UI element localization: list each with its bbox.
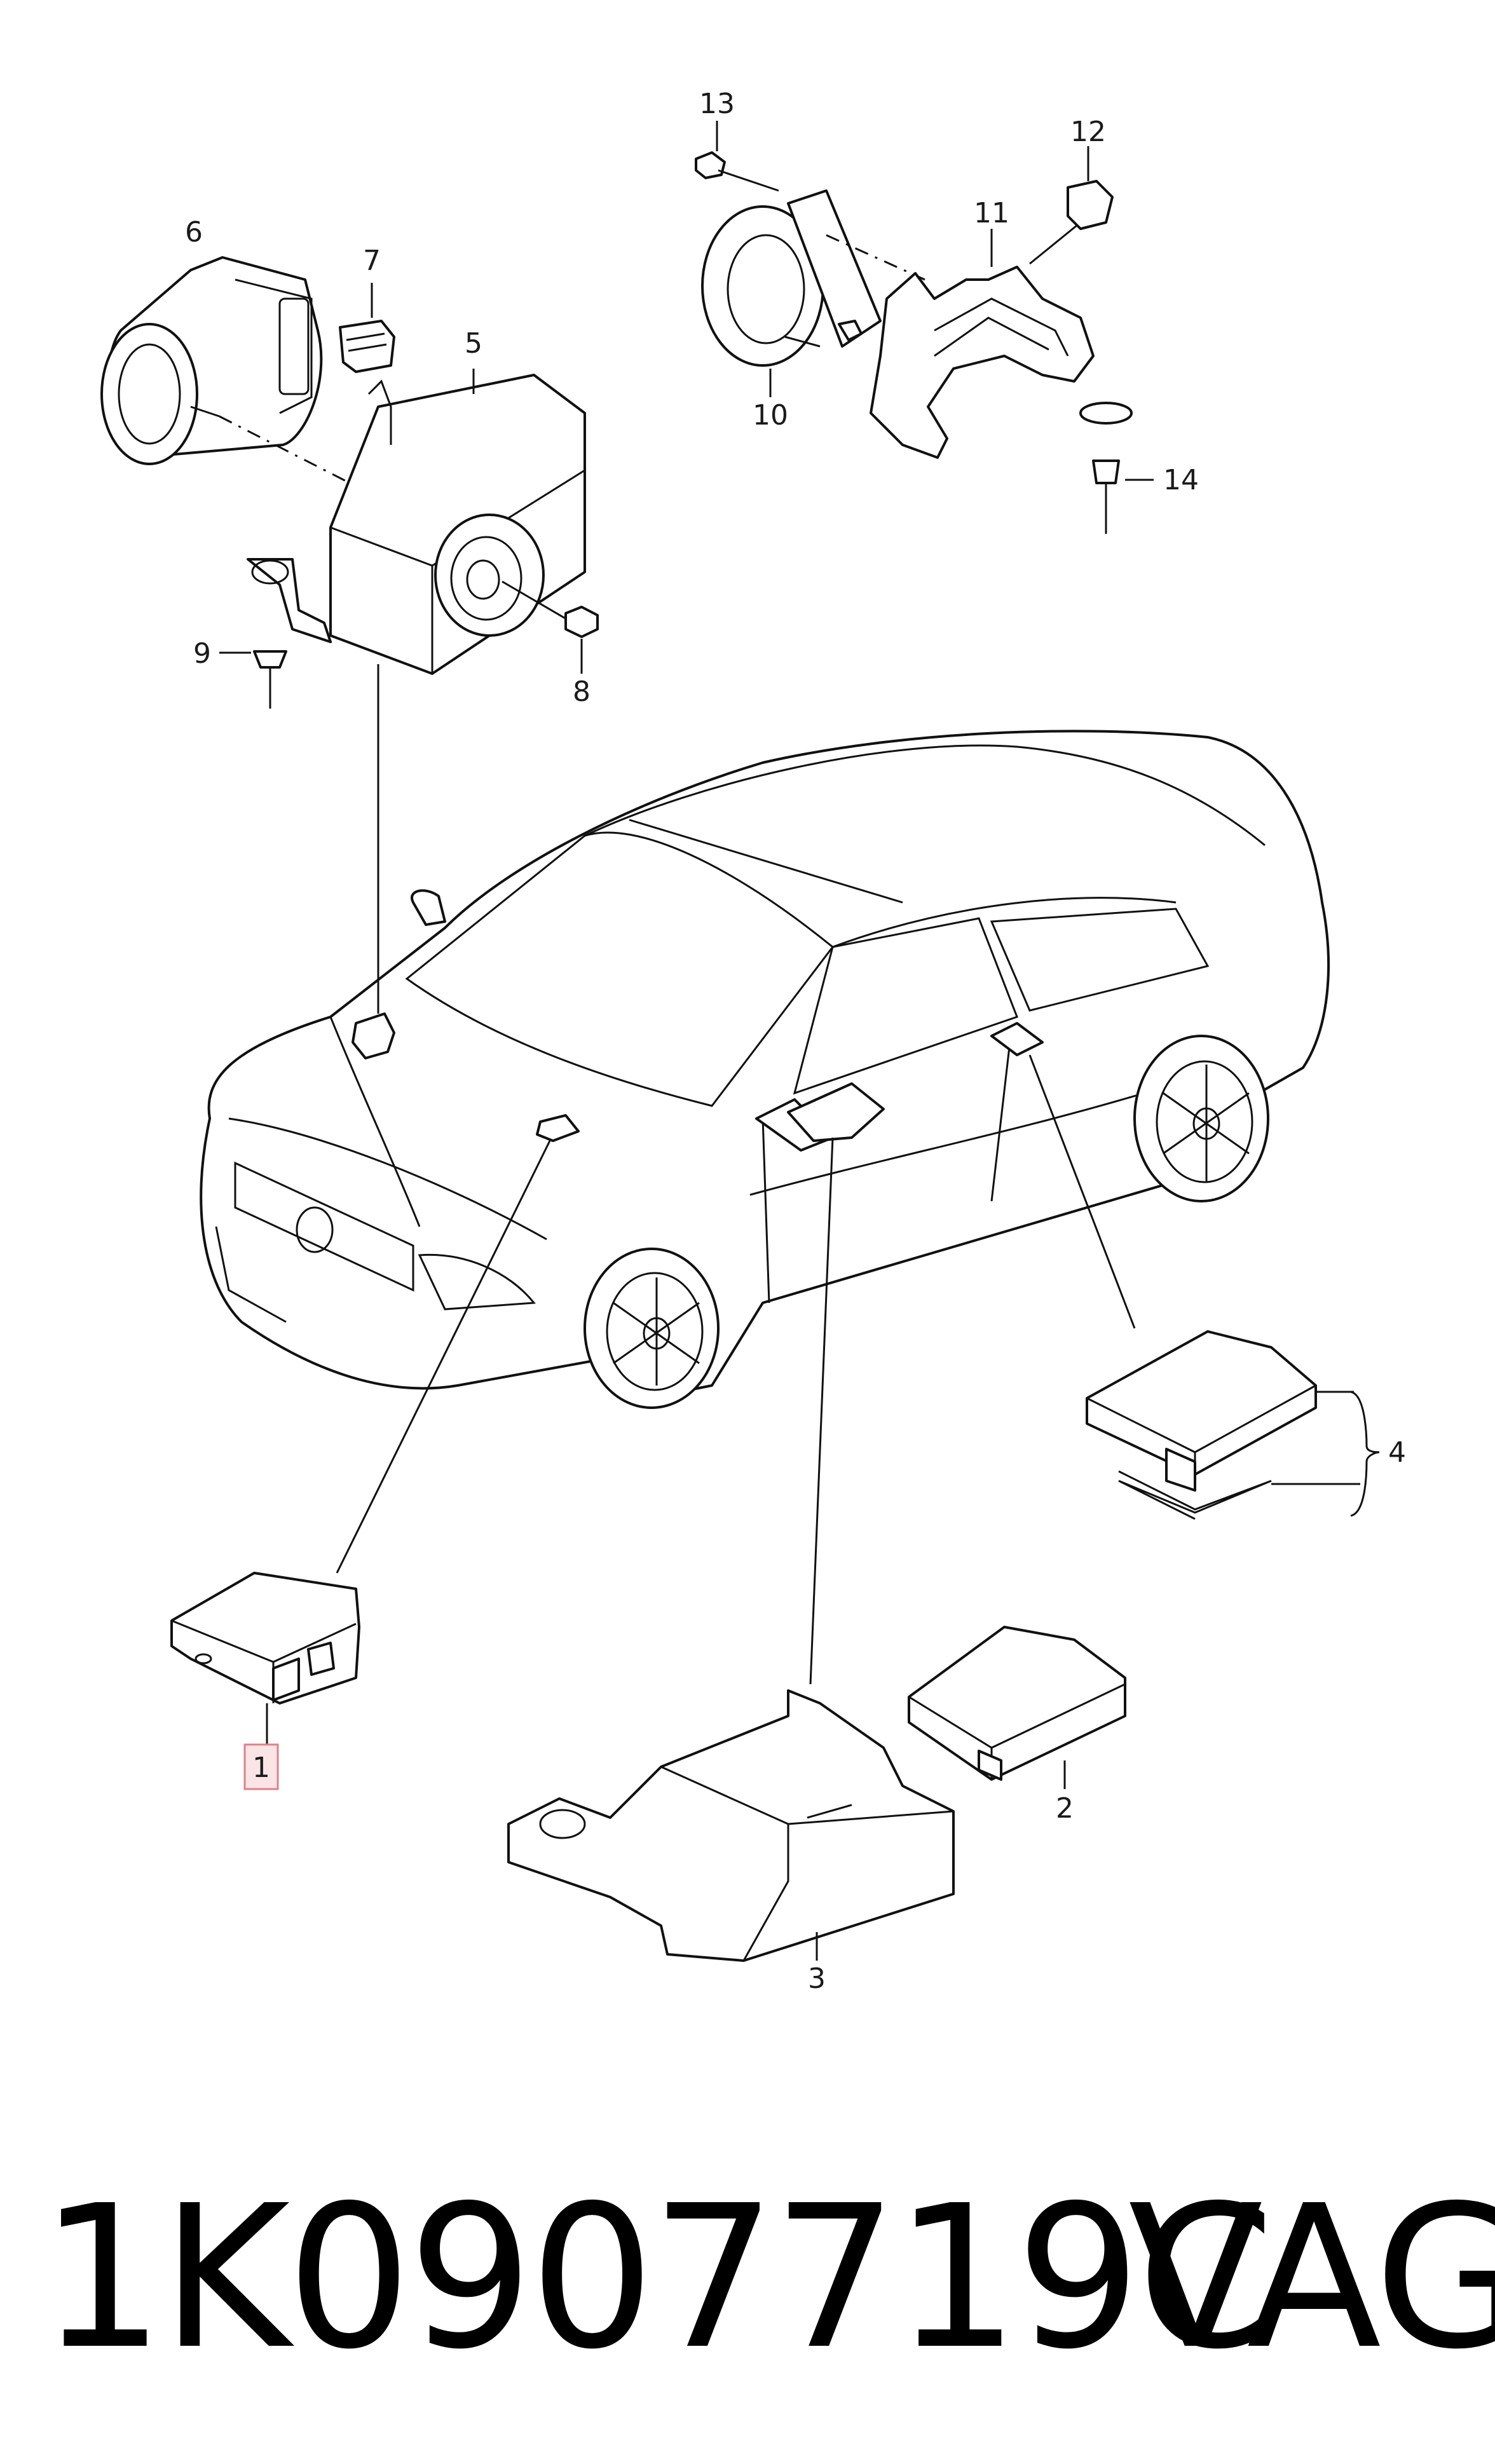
part-2-module (908, 1626, 1126, 1789)
callout-9: 9 (193, 637, 211, 670)
part-5-control-unit (329, 369, 586, 675)
car-illustration (200, 730, 1330, 1409)
part-1-control-unit[interactable] (170, 1572, 360, 1745)
location-marker-part-3 (787, 1082, 885, 1142)
callout-12: 12 (1070, 116, 1106, 148)
callout-5: 5 (465, 327, 482, 360)
callout-1-highlight (243, 1743, 279, 1790)
location-marker-part-1 (536, 1114, 580, 1142)
part-11-bracket (870, 221, 1095, 459)
callout-7: 7 (363, 245, 381, 277)
part-3-bracket (507, 1689, 955, 1962)
callout-6: 6 (185, 216, 203, 248)
part-10-horn (701, 189, 882, 397)
callout-3: 3 (808, 1963, 826, 1995)
location-marker-part-5 (352, 1012, 395, 1059)
part-13-bolt (695, 121, 779, 192)
part-14-rivet (1079, 402, 1154, 534)
parts-diagram: 13 12 6 11 7 5 10 14 9 8 4 1 2 3 (100, 88, 1406, 1995)
callout-8: 8 (573, 676, 590, 708)
callout-11: 11 (974, 197, 1009, 229)
part-6-horn-housing (100, 256, 323, 465)
part-4-module (1086, 1330, 1380, 1520)
brand-label: VAG (1128, 2163, 1495, 2393)
part-number: 1K0907719C (39, 2163, 1275, 2393)
part-12-clip (1067, 146, 1114, 230)
location-marker-part-4 (990, 1022, 1044, 1056)
callout-13: 13 (699, 88, 735, 120)
part-9-rivet (219, 558, 332, 709)
part-7-connector (339, 283, 395, 373)
part-8-nut (564, 606, 599, 674)
callout-2: 2 (1056, 1792, 1074, 1825)
callout-14: 14 (1163, 464, 1199, 496)
callout-10: 10 (753, 399, 788, 432)
callout-4: 4 (1388, 1436, 1406, 1469)
callout-1[interactable]: 1 (252, 1752, 270, 1784)
